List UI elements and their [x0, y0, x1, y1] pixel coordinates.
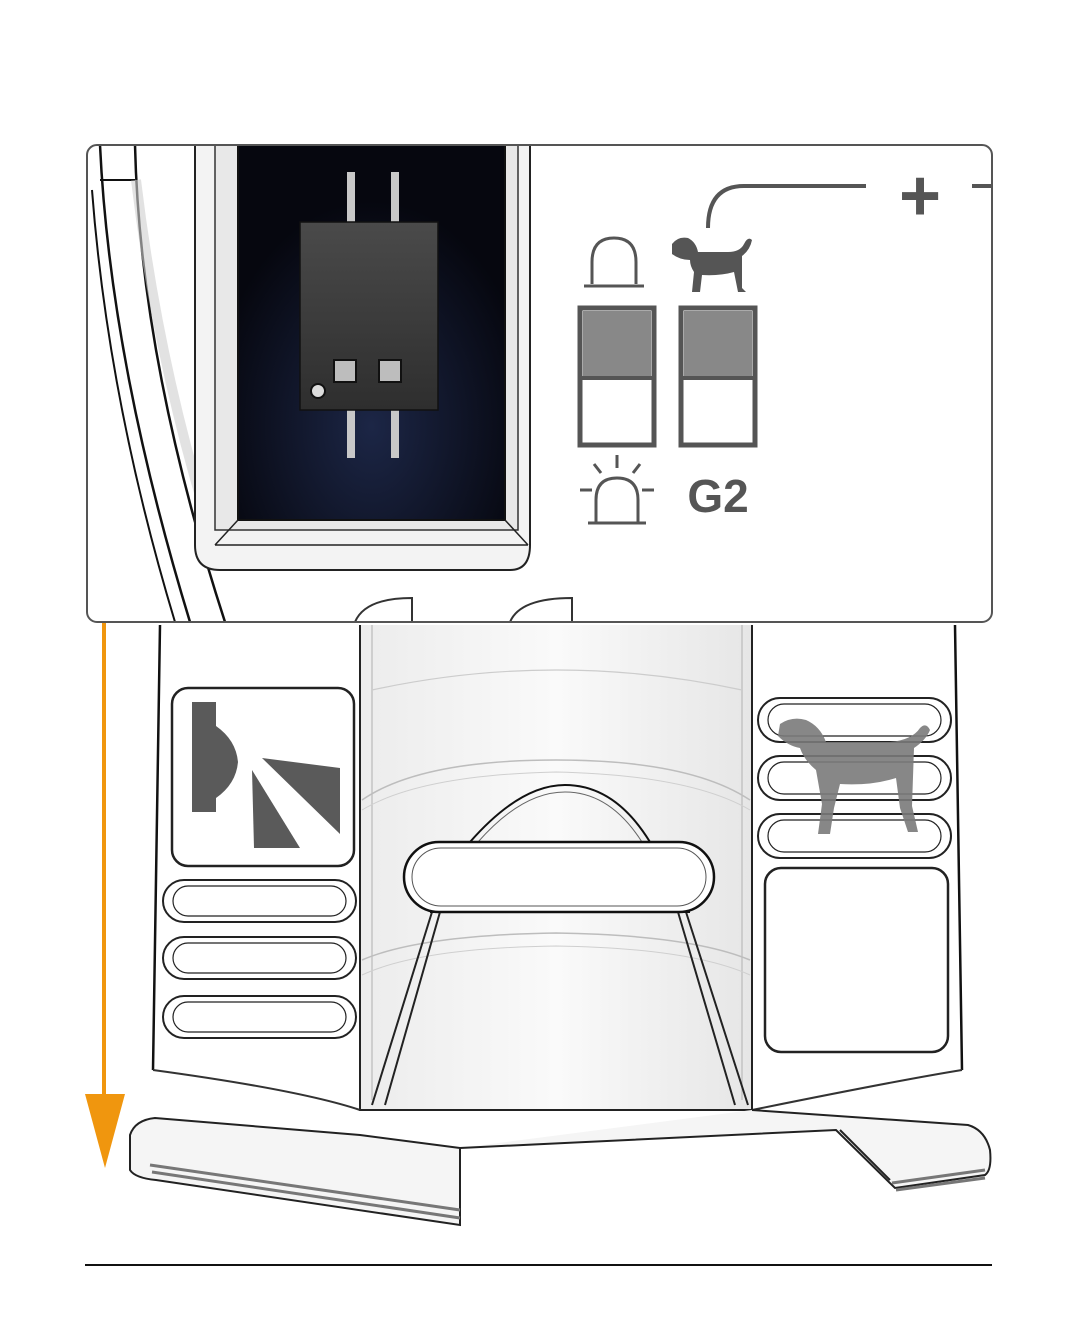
zoom-inset: + G2 — [87, 145, 992, 622]
switch-beacon — [580, 308, 654, 445]
plus-sign: + — [899, 156, 941, 236]
left-vent-slots — [163, 880, 356, 1038]
switch-g2 — [681, 308, 755, 445]
device-body — [130, 625, 990, 1225]
g2-label: G2 — [687, 470, 748, 522]
direction-arrow — [85, 622, 125, 1168]
arrow-down-icon — [85, 1094, 125, 1168]
